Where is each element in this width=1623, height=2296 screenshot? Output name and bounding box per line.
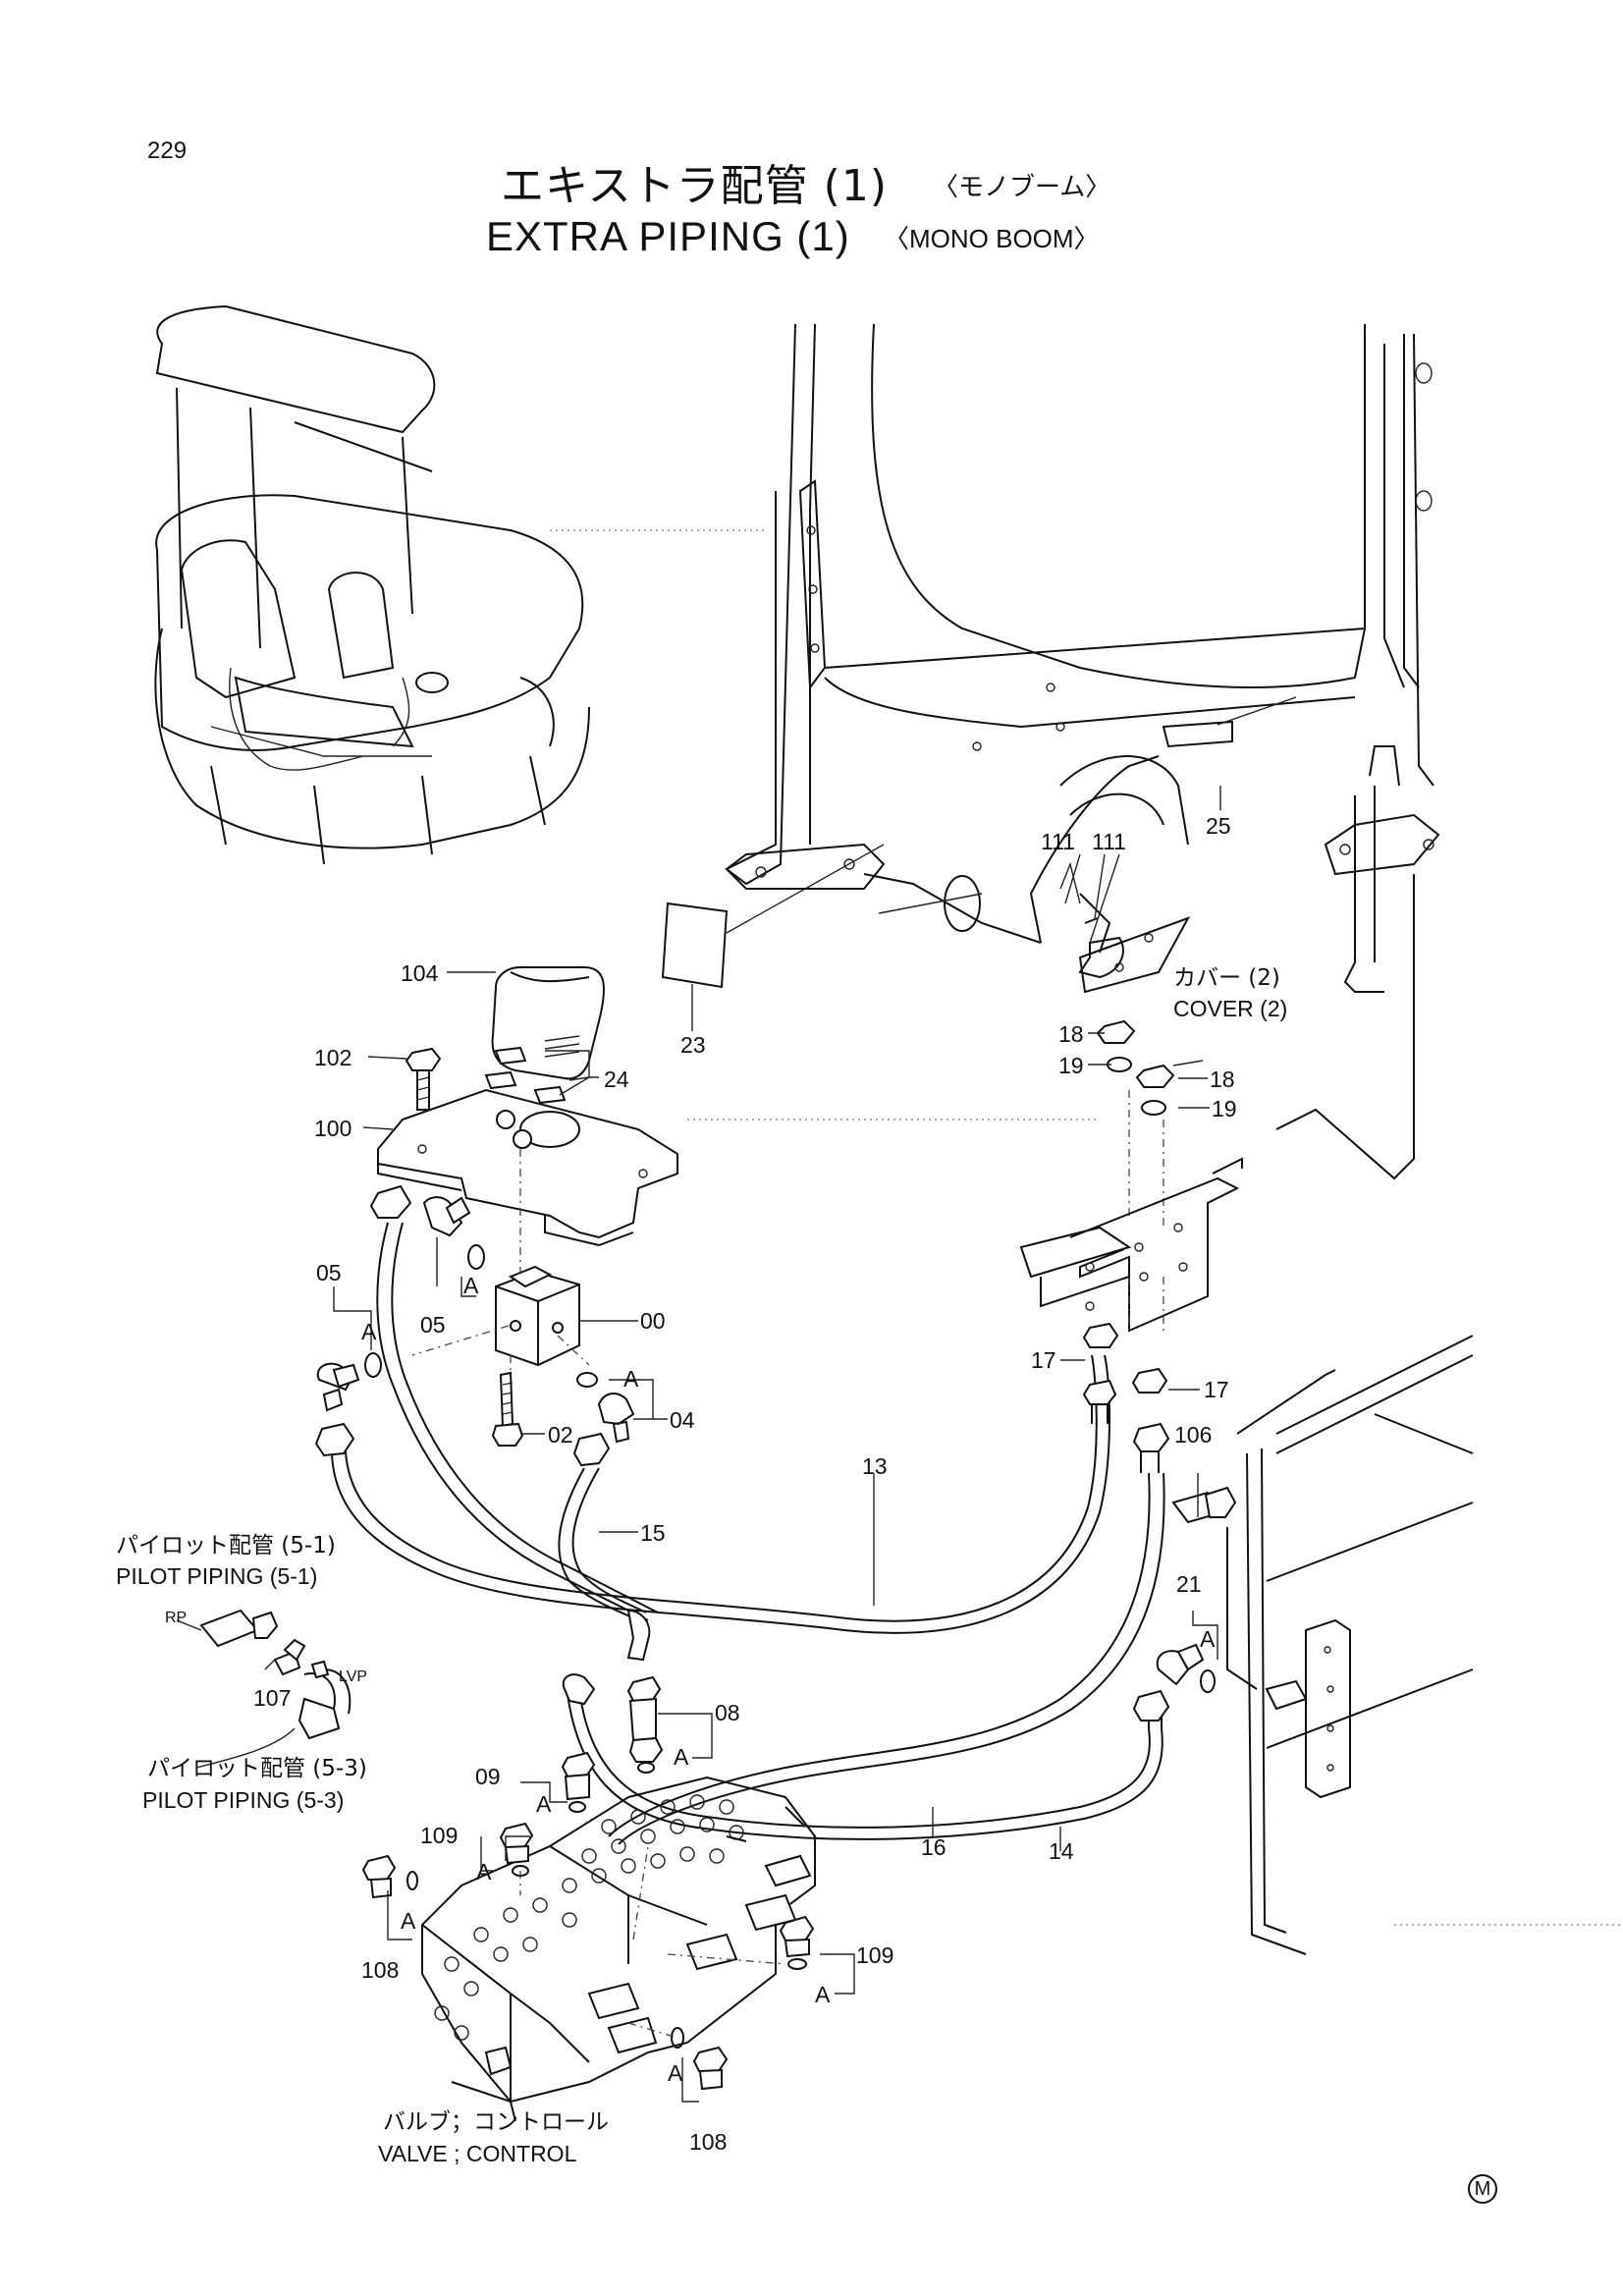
part-label: 16 <box>921 1834 947 1860</box>
part-label: A <box>1200 1626 1216 1652</box>
control-valve-illustration <box>421 1776 816 2122</box>
part-label: A <box>815 1982 831 2007</box>
pilot-piping-fittings <box>176 1609 352 1769</box>
part-label: 15 <box>640 1520 666 1546</box>
part-label: A <box>463 1273 479 1298</box>
part-label: 108 <box>361 1957 400 1983</box>
valve-control-en: VALVE ; CONTROL <box>378 2141 577 2166</box>
title-japanese: エキストラ配管 (1) <box>501 161 888 211</box>
part-label: 109 <box>856 1942 894 1968</box>
part-label: A <box>623 1366 639 1392</box>
o-ring <box>576 1372 598 1388</box>
part-label: A <box>536 1791 552 1817</box>
part-label: 13 <box>862 1453 888 1479</box>
rp-port-label: RP <box>165 1610 188 1626</box>
part-label: A <box>361 1319 377 1344</box>
leader-lines <box>264 786 1221 2103</box>
m-mark: M <box>1468 2174 1497 2204</box>
elbow-fitting-05 <box>316 1196 471 1412</box>
cover-note-en: COVER (2) <box>1173 996 1288 1021</box>
pilot-piping-51-jp: パイロット配管 (5-1) <box>116 1533 336 1558</box>
part-label: 05 <box>420 1312 446 1338</box>
title-japanese-sub: 〈モノブーム〉 <box>933 173 1111 202</box>
part-label: 24 <box>604 1066 629 1092</box>
hoses <box>314 1184 1170 1845</box>
part-label: 08 <box>715 1700 740 1725</box>
cover-bracket <box>687 1019 1243 1336</box>
valve-control-jp: バルブ；コントロール <box>383 2109 609 2135</box>
part-label: 00 <box>640 1308 666 1334</box>
excavator-overview-illustration <box>154 304 766 865</box>
part-label: 111 <box>1092 829 1126 854</box>
part-label: A <box>476 1859 492 1885</box>
part-label: 111 <box>1041 829 1075 854</box>
part-label: 17 <box>1204 1377 1229 1402</box>
lvp-port-label: LVP <box>339 1668 368 1685</box>
part-label: 02 <box>548 1422 573 1448</box>
part-label: 18 <box>1058 1021 1084 1047</box>
pilot-piping-51-en: PILOT PIPING (5-1) <box>116 1563 318 1589</box>
part-label: A <box>401 1908 416 1934</box>
part-label: 109 <box>420 1823 459 1848</box>
pilot-piping-53-en: PILOT PIPING (5-3) <box>142 1787 345 1813</box>
label-plate-23 <box>661 902 729 989</box>
part-label: 17 <box>1031 1347 1056 1373</box>
mounting-plate-100 <box>377 1088 678 1277</box>
part-label: 23 <box>680 1032 706 1058</box>
part-label: 107 <box>253 1685 292 1711</box>
right-frame-illustration <box>1226 1335 1620 1955</box>
part-label: 19 <box>1058 1053 1084 1078</box>
title-english-sub: 〈MONO BOOM〉 <box>884 224 1100 253</box>
block-00 <box>411 1265 590 1447</box>
valve-fittings <box>361 1675 815 2091</box>
pilot-piping-53-jp: パイロット配管 (5-3) <box>147 1756 367 1781</box>
part-label: 108 <box>689 2129 728 2155</box>
o-ring <box>467 1244 485 1270</box>
elbow-fitting-04 <box>597 1393 635 1444</box>
cover-note-jp: カバー (2) <box>1173 965 1280 991</box>
part-label: 102 <box>314 1045 352 1070</box>
part-label: 14 <box>1049 1838 1074 1864</box>
part-label: 104 <box>401 960 439 986</box>
pads-24 <box>484 1046 567 1105</box>
part-label: A <box>668 2060 683 2086</box>
part-label: 19 <box>1212 1096 1237 1121</box>
boom-frame-illustration <box>725 323 1440 1180</box>
part-label: 04 <box>670 1407 695 1433</box>
part-label: 100 <box>314 1116 352 1141</box>
part-label: 25 <box>1206 813 1231 839</box>
part-label: 05 <box>316 1260 342 1285</box>
part-label: A <box>674 1744 689 1770</box>
part-label: 106 <box>1174 1422 1213 1448</box>
o-ring <box>364 1352 382 1378</box>
title-english: EXTRA PIPING (1) <box>486 213 850 259</box>
page-number: 229 <box>147 137 188 164</box>
part-label: 09 <box>475 1764 501 1789</box>
part-label: 18 <box>1210 1066 1235 1092</box>
part-label: 21 <box>1176 1571 1202 1597</box>
